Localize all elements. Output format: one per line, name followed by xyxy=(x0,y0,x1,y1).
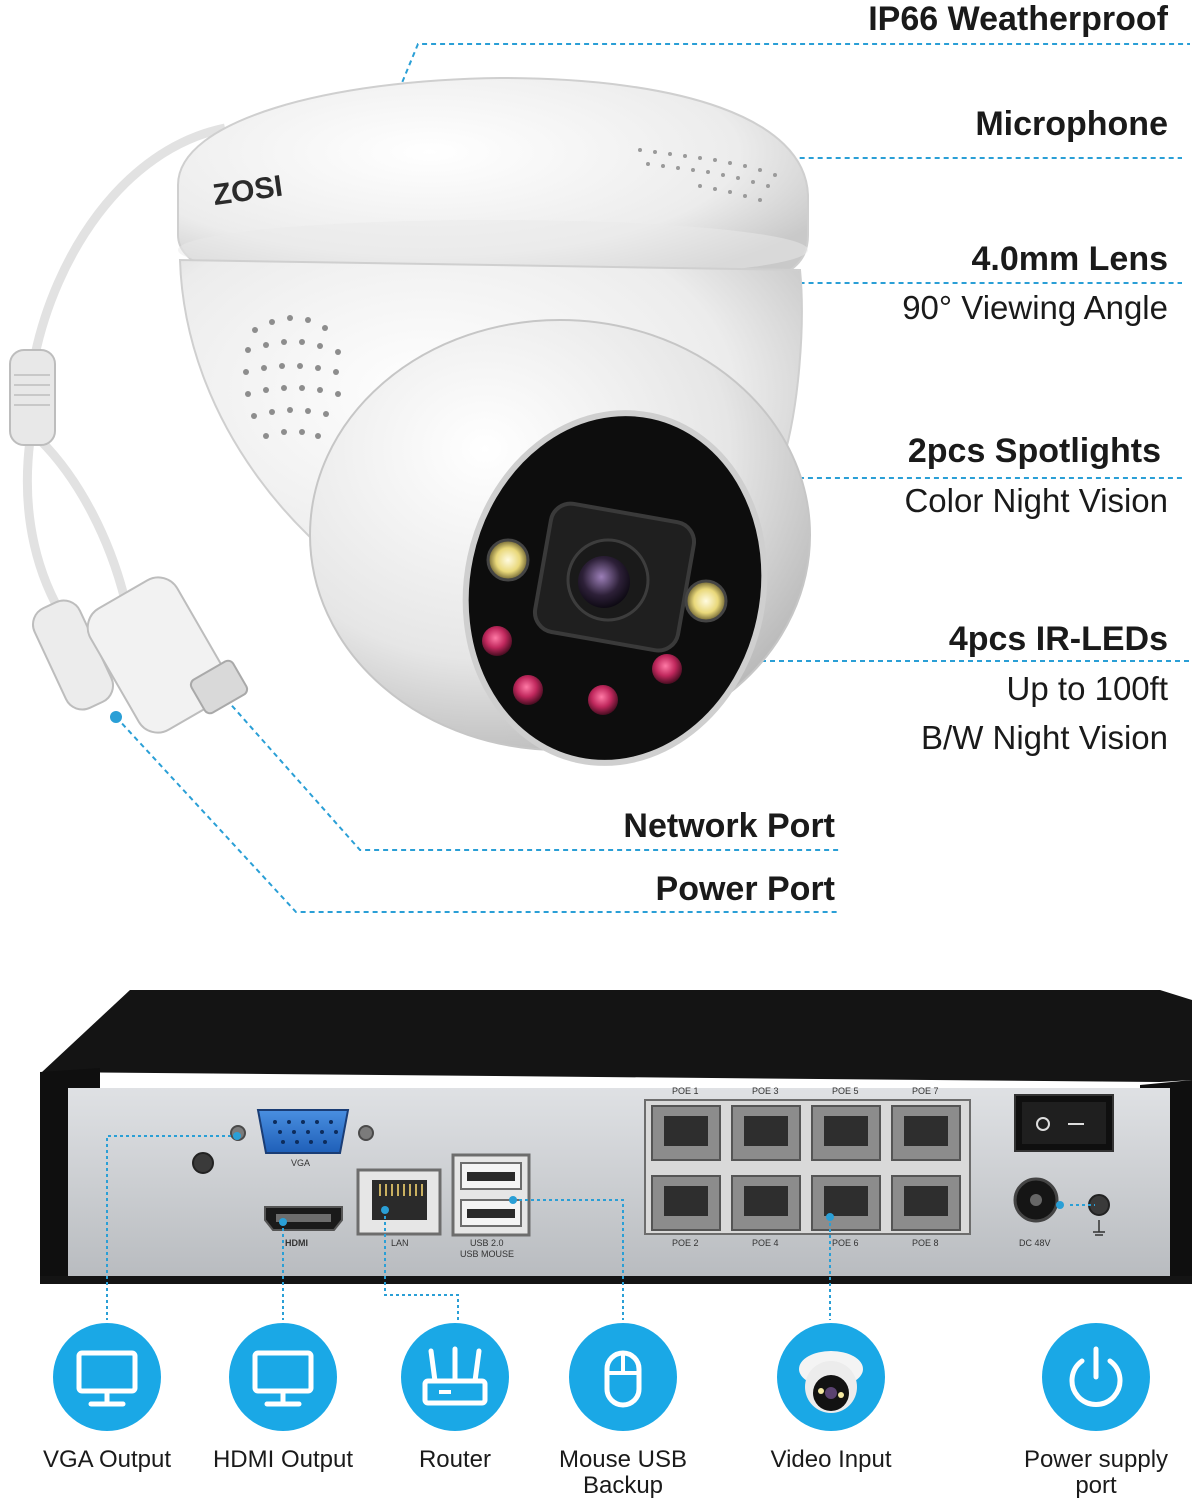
monitor-icon xyxy=(229,1323,337,1431)
camera-illustration: ZOSI xyxy=(9,76,811,766)
poe-label: POE 6 xyxy=(832,1238,859,1248)
hdmi-port-label: HDMI xyxy=(285,1238,308,1248)
label-spot-title: 2pcs Spotlights xyxy=(907,432,1161,470)
label-lens-title: 4.0mm Lens xyxy=(971,240,1168,278)
dc-port-label: DC 48V xyxy=(1019,1238,1051,1248)
caption-hdmi-output: HDMI Output xyxy=(212,1446,354,1473)
camera-icon xyxy=(777,1323,885,1431)
poe-label: POE 8 xyxy=(912,1238,939,1248)
label-ir-title: 4pcs IR-LEDs xyxy=(948,620,1168,658)
usb-port-label: USB 2.0 xyxy=(470,1238,504,1248)
label-microphone: Microphone xyxy=(975,105,1168,143)
label-ir-sub1: Up to 100ft xyxy=(1006,670,1168,707)
poe-label: POE 3 xyxy=(752,1086,779,1096)
poe-label: POE 2 xyxy=(672,1238,699,1248)
label-spot-sub: Color Night Vision xyxy=(904,482,1168,519)
vga-port-label: VGA xyxy=(291,1158,311,1168)
caption-router: Router xyxy=(418,1446,492,1473)
caption-power-supply: Power supply xyxy=(1023,1446,1169,1473)
caption-vga-output: VGA Output xyxy=(42,1446,172,1473)
usb-mouse-label: USB MOUSE xyxy=(460,1249,515,1259)
poe-label: POE 1 xyxy=(672,1086,699,1096)
poe-label: POE 7 xyxy=(912,1086,939,1096)
speaker-holes xyxy=(243,315,341,439)
label-lens-sub: 90° Viewing Angle xyxy=(902,289,1168,326)
caption-video-input: Video Input xyxy=(770,1446,892,1473)
poe-label: POE 4 xyxy=(752,1238,779,1248)
nvr-leader-lines xyxy=(106,1135,1095,1320)
label-weatherproof: IP66 Weatherproof xyxy=(868,0,1168,38)
caption-mouse-backup: Backup xyxy=(582,1472,664,1499)
label-ir-sub2: B/W Night Vision xyxy=(921,719,1168,756)
monitor-icon xyxy=(53,1323,161,1431)
poe-label: POE 5 xyxy=(832,1086,859,1096)
lan-port-label: LAN xyxy=(391,1238,409,1248)
caption-mouse-usb: Mouse USB xyxy=(558,1446,688,1473)
microphone-holes xyxy=(638,148,777,202)
router-icon xyxy=(401,1323,509,1431)
label-network-port: Network Port xyxy=(623,807,835,845)
mouse-icon xyxy=(569,1323,677,1431)
label-power-port: Power Port xyxy=(655,870,835,908)
power-icon xyxy=(1042,1323,1150,1431)
caption-power-port: port xyxy=(1075,1472,1117,1499)
nvr-illustration xyxy=(40,990,1192,1284)
